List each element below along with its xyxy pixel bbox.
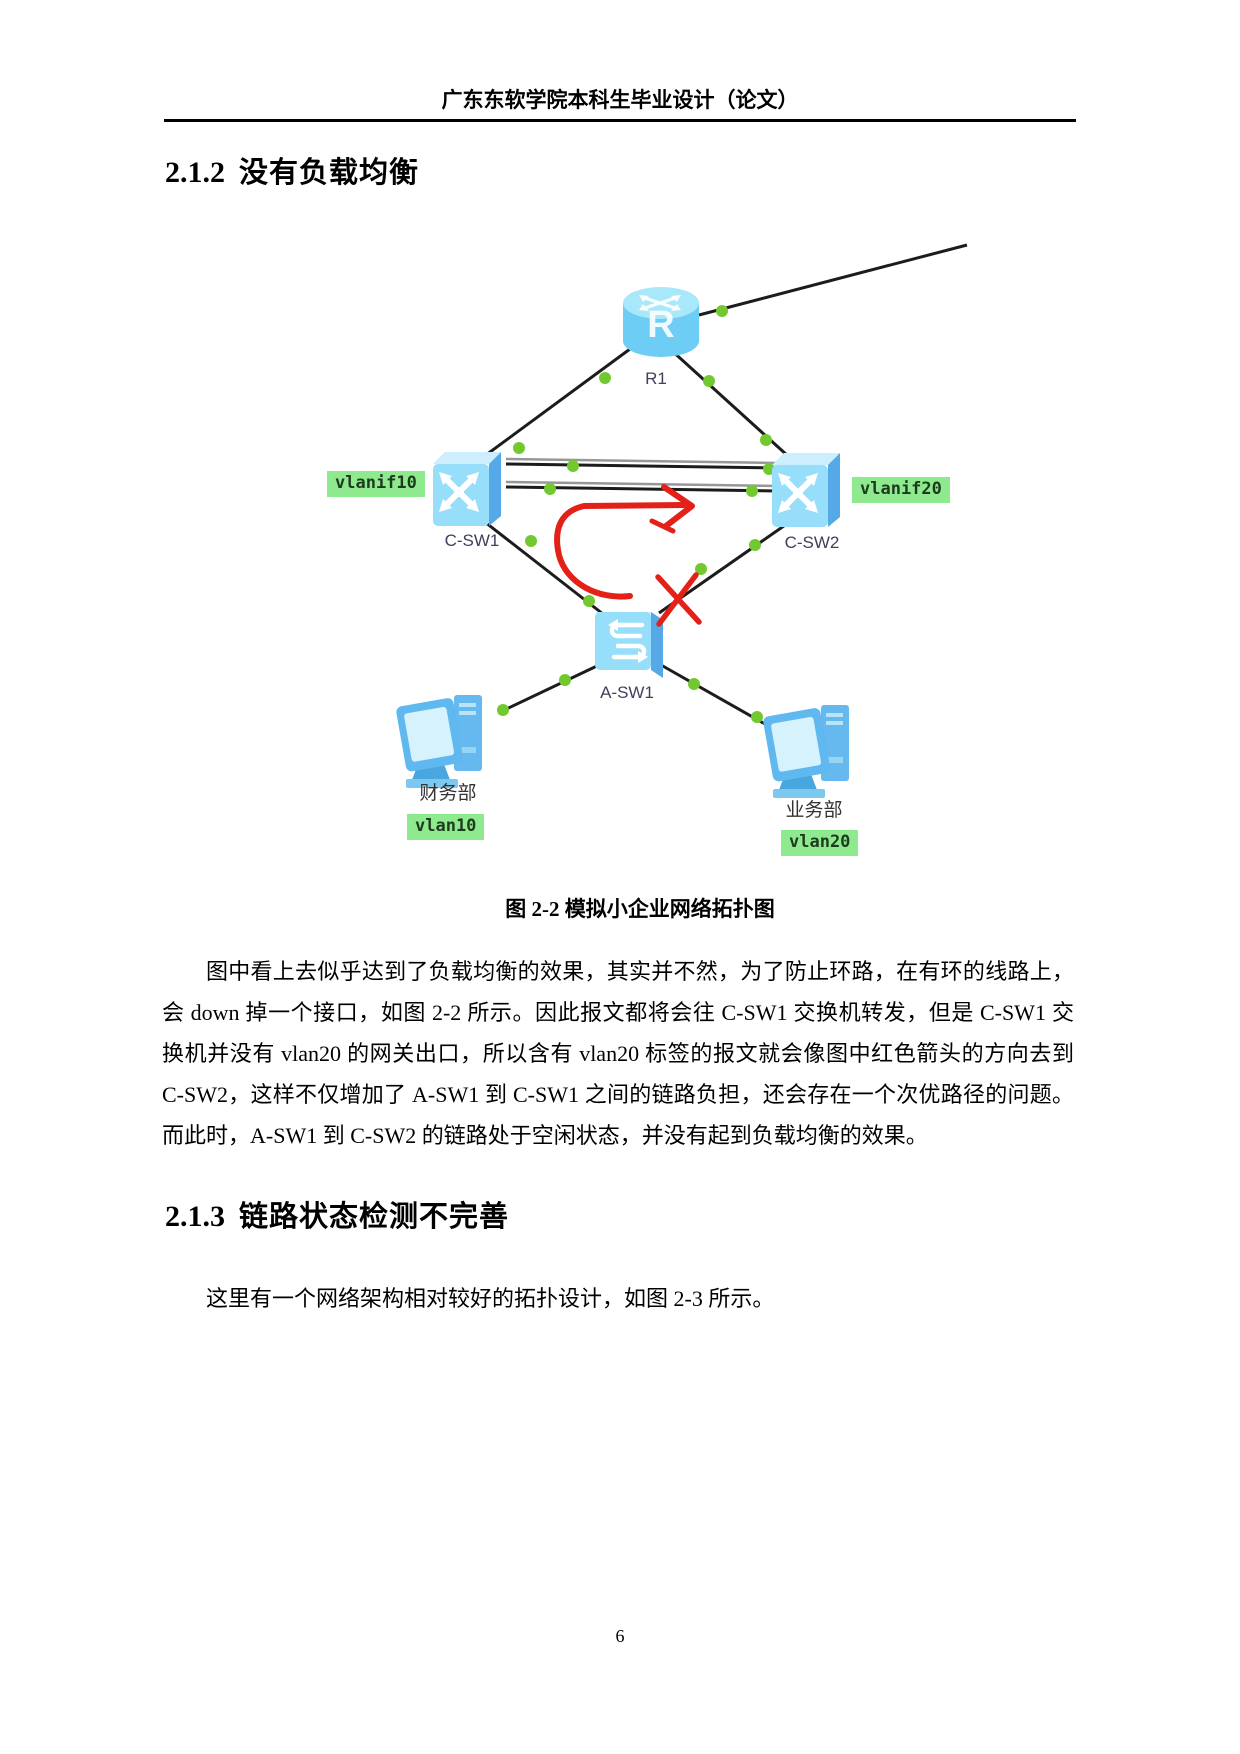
core-switch-1-icon	[433, 452, 501, 526]
router-glyph: R	[647, 304, 674, 346]
link-up-dot	[544, 483, 556, 495]
pc-business-icon	[762, 705, 849, 798]
body-paragraph-2: 这里有一个网络架构相对较好的拓扑设计，如图 2-3 所示。	[206, 1286, 775, 1311]
section-heading-2-1-3: 2.1.3 链路状态检测不完善	[165, 1193, 509, 1235]
link-csw1-asw1	[480, 517, 604, 616]
section-number: 2.1.2	[165, 156, 225, 189]
link-up-dot	[703, 375, 715, 387]
link-up-dot	[525, 535, 537, 547]
red-x-mark	[655, 572, 702, 627]
vlanif10-tag: vlanif10	[327, 471, 425, 497]
link-up-dot	[513, 442, 525, 454]
link-up-dot	[599, 372, 611, 384]
core-switch-1-label: C-SW1	[444, 531, 500, 550]
link-r1-csw1	[485, 347, 631, 457]
body-paragraph-1: 图中看上去似乎达到了负载均衡的效果，其实并不然，为了防止环路，在有环的线路上，会…	[162, 959, 1074, 1148]
router-label: R1	[645, 369, 667, 388]
link-csw1-csw2-upper	[505, 462, 779, 470]
red-arrow-head	[661, 484, 695, 529]
pc-finance-label: 财务部	[419, 783, 477, 804]
trunk-lower-shadow	[505, 480, 779, 488]
router-icon: R	[623, 287, 699, 357]
link-r1-wan	[698, 243, 968, 317]
link-up-dot	[760, 434, 772, 446]
link-up-dot	[567, 460, 579, 472]
red-annotations	[554, 484, 702, 627]
figure-2-2-topology-diagram: R	[395, 243, 968, 798]
link-up-dot	[746, 485, 758, 497]
link-asw1-pc1	[497, 663, 600, 715]
core-switch-2-label: C-SW2	[784, 533, 840, 552]
pc-finance-icon	[395, 695, 482, 788]
vlanif20-tag: vlanif20	[852, 477, 950, 503]
link-up-dot	[688, 678, 700, 690]
pc-business-label: 业务部	[785, 800, 843, 821]
link-up-dot	[695, 563, 707, 575]
page-number: 6	[615, 1626, 625, 1646]
section-heading-2-1-2: 2.1.2 没有负载均衡	[165, 149, 419, 191]
access-switch-label: A-SW1	[600, 683, 654, 702]
link-up-dot	[749, 539, 761, 551]
link-up-dot	[559, 674, 571, 686]
page-header-title: 广东东软学院本科生毕业设计（论文）	[441, 89, 799, 112]
link-up-dot	[716, 305, 728, 317]
link-up-dot	[751, 711, 763, 723]
section-number: 2.1.3	[165, 1200, 225, 1233]
trunk-upper-shadow	[505, 457, 779, 465]
red-arrow-curve	[554, 502, 687, 600]
link-up-dot	[583, 595, 595, 607]
vlan20-tag: vlan20	[781, 830, 859, 856]
section-title: 没有负载均衡	[239, 157, 420, 189]
header-rule	[164, 119, 1076, 122]
figure-caption: 图 2-2 模拟小企业网络拓扑图	[505, 897, 775, 921]
access-switch-icon	[595, 612, 663, 678]
core-switch-2-icon	[772, 453, 840, 527]
red-arrow-head-stroke	[649, 518, 676, 534]
link-up-dot	[497, 704, 509, 716]
section-title: 链路状态检测不完善	[239, 1201, 510, 1233]
network-links	[480, 243, 968, 730]
vlan10-tag: vlan10	[407, 814, 485, 840]
